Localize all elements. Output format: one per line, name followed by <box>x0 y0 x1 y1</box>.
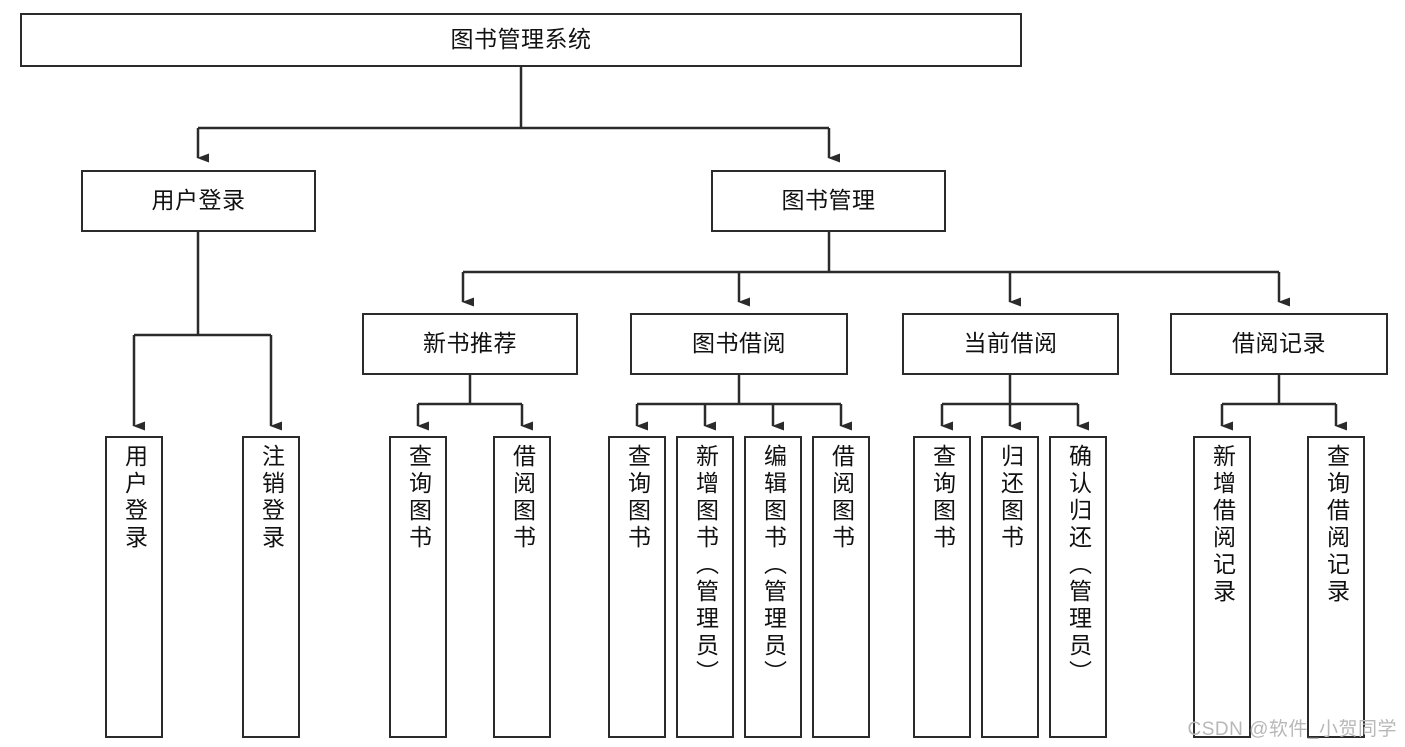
node-label: 新书推荐 <box>423 330 517 357</box>
node-label: 借阅图书 <box>509 444 536 552</box>
node-label: 借阅图书 <box>828 444 855 552</box>
node-leaf-user-login[interactable]: 用户登录 <box>105 436 163 738</box>
node-label: 注销登录 <box>258 444 285 552</box>
node-leaf-borrow-book-2[interactable]: 借阅图书 <box>812 436 870 738</box>
node-label: 用户登录 <box>151 187 246 214</box>
node-label: 确认归还（管理员） <box>1065 444 1092 687</box>
node-label: 图书管理系统 <box>450 26 592 53</box>
node-label: 查询借阅记录 <box>1323 444 1350 606</box>
node-leaf-query-book-2[interactable]: 查询图书 <box>608 436 666 738</box>
node-label: 图书借阅 <box>692 330 786 357</box>
node-label: 当前借阅 <box>963 330 1058 357</box>
node-leaf-add-book[interactable]: 新增图书（管理员） <box>676 436 734 738</box>
watermark-text: CSDN @软件_小贺同学 <box>1187 719 1397 740</box>
node-book-management[interactable]: 图书管理 <box>711 170 946 232</box>
node-leaf-edit-book[interactable]: 编辑图书（管理员） <box>744 436 802 738</box>
node-leaf-add-record[interactable]: 新增借阅记录 <box>1193 436 1251 738</box>
node-leaf-query-book-1[interactable]: 查询图书 <box>389 436 447 738</box>
node-label: 查询图书 <box>405 444 432 552</box>
node-label: 查询图书 <box>929 444 956 552</box>
node-label: 归还图书 <box>997 444 1024 552</box>
node-label: 编辑图书（管理员） <box>760 444 787 687</box>
node-leaf-borrow-book-1[interactable]: 借阅图书 <box>493 436 551 738</box>
node-label: 查询图书 <box>624 444 651 552</box>
node-leaf-return-book[interactable]: 归还图书 <box>981 436 1039 738</box>
node-label: 新增图书（管理员） <box>692 444 719 687</box>
node-leaf-query-record[interactable]: 查询借阅记录 <box>1307 436 1365 738</box>
node-borrow-record[interactable]: 借阅记录 <box>1170 313 1388 375</box>
node-label: 借阅记录 <box>1232 330 1326 357</box>
node-user-login[interactable]: 用户登录 <box>81 170 316 232</box>
node-label: 新增借阅记录 <box>1209 444 1236 606</box>
node-book-management-system[interactable]: 图书管理系统 <box>20 13 1022 67</box>
node-label: 图书管理 <box>781 187 876 214</box>
node-new-book-recommend[interactable]: 新书推荐 <box>362 313 578 375</box>
node-current-borrow[interactable]: 当前借阅 <box>902 313 1119 375</box>
node-leaf-confirm-return[interactable]: 确认归还（管理员） <box>1049 436 1107 738</box>
node-leaf-query-book-3[interactable]: 查询图书 <box>913 436 971 738</box>
node-leaf-logout-login[interactable]: 注销登录 <box>242 436 300 738</box>
node-book-borrow[interactable]: 图书借阅 <box>630 313 848 375</box>
node-label: 用户登录 <box>121 444 148 552</box>
